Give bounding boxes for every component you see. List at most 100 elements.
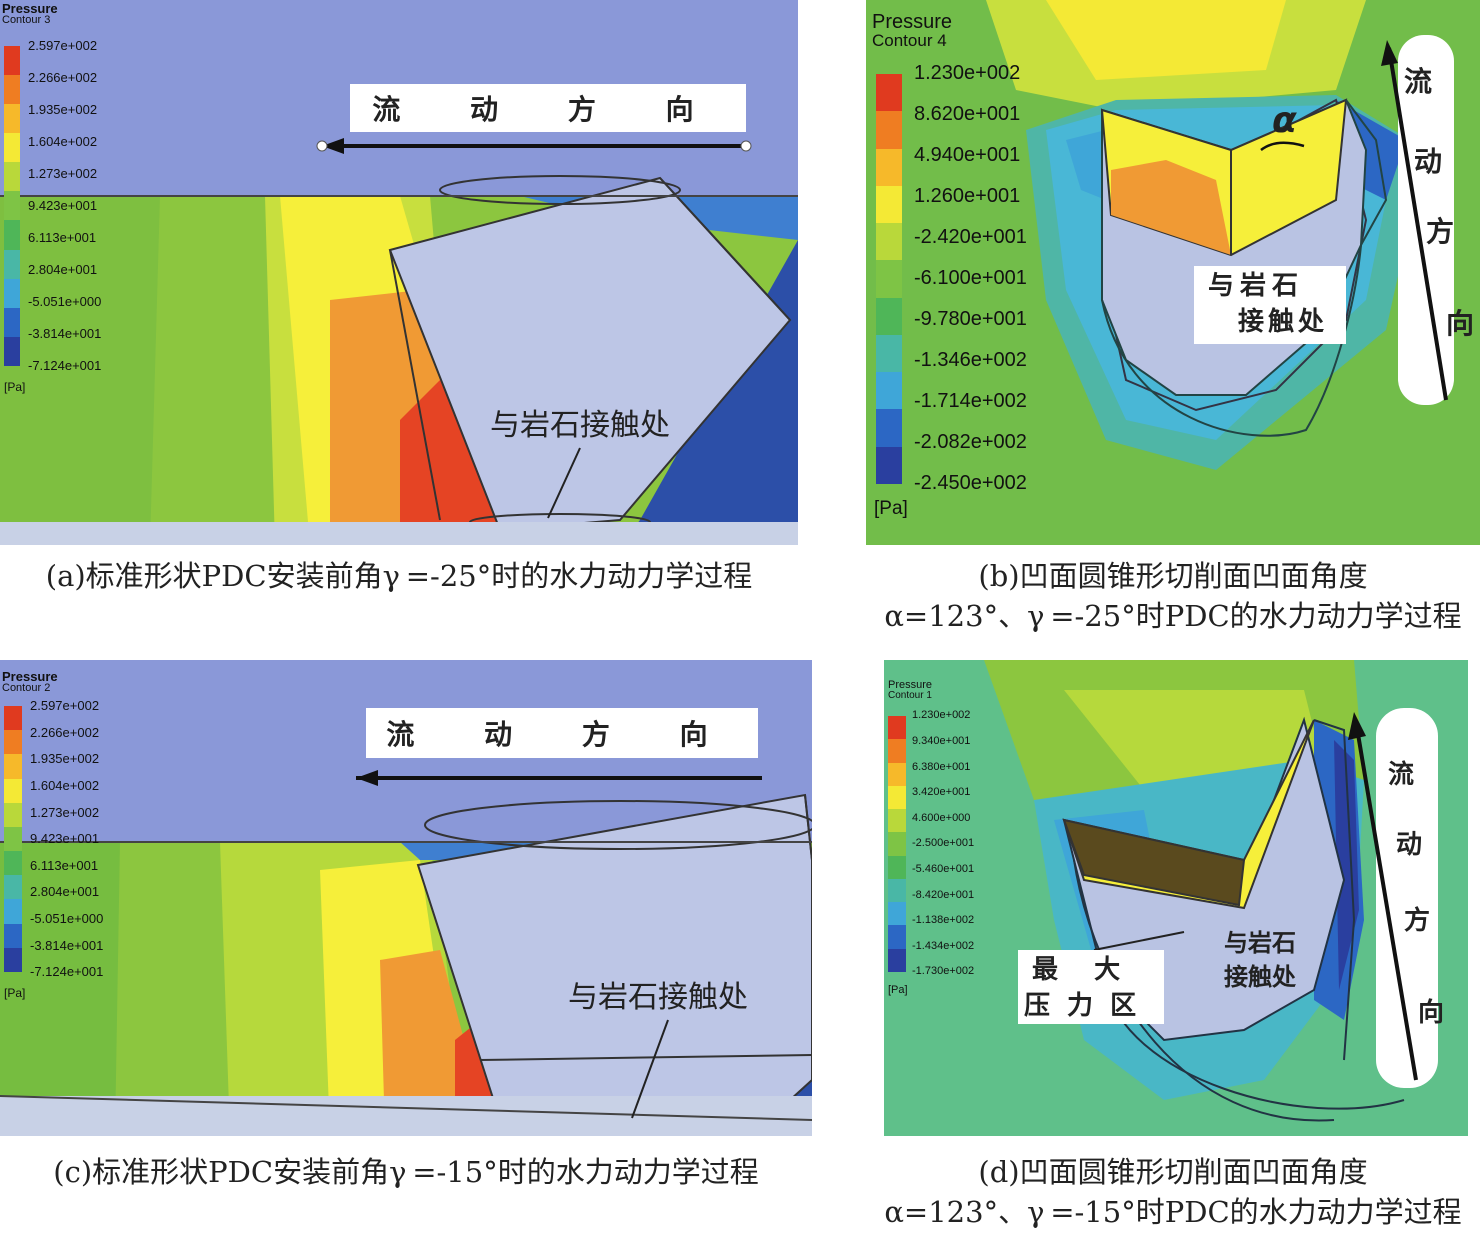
legend-title: Pressure: [872, 11, 953, 33]
legend-color-swatch: [4, 802, 22, 827]
legend-tick-label: 2.597e+002: [30, 698, 100, 714]
flow-char-4: 向: [1418, 998, 1445, 1028]
legend-color-swatch: [876, 446, 902, 484]
legend-title: Pressure: [2, 669, 58, 684]
legend-color-swatch: [876, 148, 902, 186]
legend-tick-label: 1.273e+002: [30, 804, 100, 820]
legend-color-swatch: [4, 278, 20, 308]
legend-color-swatch: [876, 185, 902, 224]
legend-color-swatch: [4, 191, 20, 221]
max-line-2: 压 力 区: [1024, 991, 1141, 1021]
contact-line-1: 与岩石: [1208, 271, 1305, 301]
flow-char-4: 向: [1446, 307, 1475, 340]
legend-color-swatch: [4, 75, 20, 105]
legend-color-swatch: [888, 832, 906, 856]
legend-color-swatch: [888, 902, 906, 926]
legend-color-swatch: [4, 220, 20, 250]
legend-colorbar: [4, 46, 20, 366]
legend-color-swatch: [876, 297, 902, 335]
legend-tick-label: 1.604e+002: [28, 134, 98, 150]
legend-color-swatch: [876, 260, 902, 298]
vertical-flow-labels: 流 动 方 向: [1400, 50, 1474, 390]
legend-tick-label: 2.266e+002: [28, 70, 98, 86]
legend-tick-label: 3.420e+001: [912, 786, 971, 799]
legend-tick-label: -5.051e+000: [30, 911, 104, 926]
legend-color-swatch: [888, 785, 906, 810]
legend-colorbar: [888, 716, 906, 972]
legend-tick-label: -5.460e+001: [912, 863, 975, 875]
legend-color-swatch: [4, 46, 20, 76]
flow-char-2: 动: [1414, 145, 1443, 178]
contact-label: 与岩石接触处: [568, 980, 748, 1015]
legend-color-swatch: [876, 111, 902, 149]
legend-unit: [Pa]: [874, 498, 908, 519]
flow-direction-label: 流 动 方 向: [350, 84, 746, 132]
legend-subtitle: Contour 4: [872, 31, 947, 50]
legend-tick-label: 1.604e+002: [30, 778, 100, 793]
legend-subtitle: Contour 2: [2, 682, 51, 694]
legend-tick-label: 2.804e+001: [30, 884, 100, 900]
legend-tick-label: 9.423e+001: [30, 831, 100, 847]
legend-color-swatch: [888, 716, 906, 740]
contact-label: 与岩石 接触处: [1224, 926, 1296, 994]
legend-color-swatch: [888, 855, 906, 879]
legend-color-swatch: [4, 706, 22, 731]
legend-tick-label: -5.051e+000: [28, 294, 102, 310]
legend-subtitle: Contour 1: [888, 690, 932, 701]
caption-c: (c)标准形状PDC安装前角γ =-15°时的水力动力学过程: [53, 1155, 759, 1189]
legend-tick-label: -9.780e+001: [914, 308, 1027, 330]
max-pressure-label: 最 大 压 力 区: [1018, 950, 1164, 1024]
legend-tick-label: 4.940e+001: [914, 144, 1021, 166]
legend-tick-label: -2.082e+002: [914, 431, 1027, 453]
max-line-1: 最 大: [1032, 955, 1127, 985]
legend-color-swatch: [4, 899, 22, 924]
legend-tick-label: 1.273e+002: [28, 166, 98, 182]
caption-d-line-1: (d)凹面圆锥形切削面凹面角度: [978, 1155, 1368, 1189]
legend-color-swatch: [4, 778, 22, 803]
legend-tick-label: -1.346e+002: [914, 349, 1027, 371]
legend-tick-label: -6.100e+001: [914, 267, 1027, 289]
legend-color-swatch: [4, 307, 20, 337]
contact-line-2: 接触处: [1224, 963, 1296, 991]
legend-color-swatch: [4, 249, 20, 279]
flow-direction-text: 流 动 方 向: [386, 718, 738, 751]
legend-color-swatch: [888, 878, 906, 903]
legend-color-swatch: [4, 947, 22, 972]
panel-c-contour: [0, 660, 812, 1136]
legend-tick-label: -7.124e+001: [30, 964, 104, 980]
legend-unit: [Pa]: [4, 986, 26, 1000]
legend-tick-label: 1.935e+002: [28, 102, 98, 118]
contact-label: 与岩石接触处: [490, 408, 670, 443]
legend-tick-label: 2.804e+001: [28, 262, 98, 278]
legend-color-swatch: [4, 730, 22, 755]
legend-tick-label: -3.814e+001: [30, 937, 104, 953]
legend-subtitle: Contour 3: [2, 14, 51, 26]
legend-tick-label: 1.260e+001: [914, 185, 1021, 207]
legend-color-swatch: [888, 809, 906, 833]
legend-tick-label: -1.138e+002: [912, 914, 975, 927]
contact-label: 与岩石 接触处: [1194, 266, 1346, 344]
legend-tick-label: 6.113e+001: [30, 857, 99, 873]
legend-color-swatch: [888, 762, 906, 786]
legend-color-swatch: [4, 754, 22, 779]
flow-char-2: 动: [1396, 830, 1423, 860]
legend-color-swatch: [4, 133, 20, 163]
contact-line-2: 接触处: [1238, 307, 1329, 337]
legend-unit: [Pa]: [888, 984, 908, 996]
legend-color-swatch: [4, 162, 20, 192]
legend-color-swatch: [4, 336, 20, 366]
legend-tick-label: 9.423e+001: [28, 198, 98, 214]
legend-tick-label: -3.814e+001: [28, 326, 102, 342]
vertical-flow-labels: 流 动 方 向: [1378, 724, 1444, 1084]
legend-tick-label: 4.600e+000: [912, 811, 971, 824]
flow-char-1: 流: [1388, 760, 1415, 790]
legend-title: Pressure: [888, 679, 933, 691]
legend-color-swatch: [4, 875, 22, 900]
